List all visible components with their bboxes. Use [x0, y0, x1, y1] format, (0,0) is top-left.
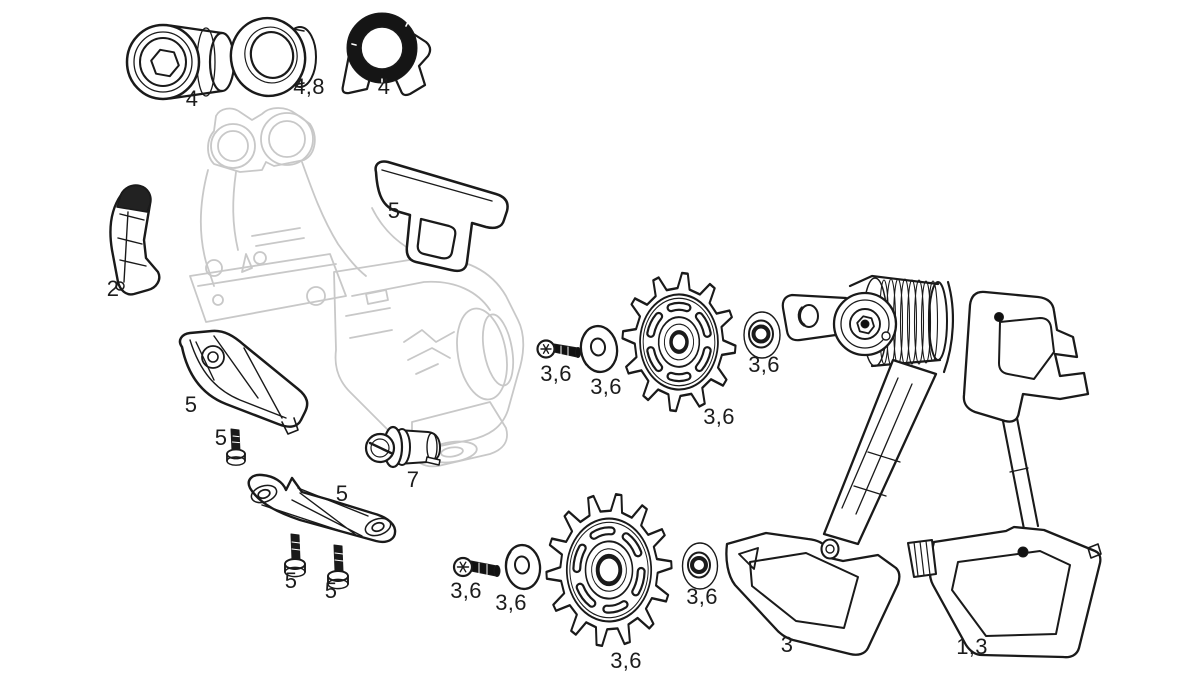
part-2-battery-latch	[109, 184, 161, 296]
hex-socket	[150, 48, 180, 78]
callout-lower-pulley-bolt: 3,6	[450, 578, 482, 603]
callout-upper-pulley-bolt: 3,6	[540, 361, 572, 386]
lower-pulley-bearing	[681, 542, 719, 590]
callout-upper-pulley-washer: 3,6	[590, 374, 622, 399]
derailleur-body-ghost	[189, 107, 525, 468]
callout-skid-plate: 5	[184, 392, 198, 417]
callout-outer-cage: 1,3	[956, 634, 988, 659]
callout-cover-arm: 5	[335, 481, 349, 506]
callout-bushing: 4,8	[293, 74, 325, 99]
part-5-cover-arm	[247, 473, 397, 544]
part-4-8-bushing	[229, 16, 317, 98]
part-5-outer-link-cover	[374, 160, 509, 273]
pulley-slots	[572, 526, 646, 614]
callout-upper-pulley-bearing: 3,6	[748, 352, 780, 377]
lower-pulley	[545, 492, 673, 648]
lower-pulley-washer	[504, 543, 542, 591]
callout-limit-ring: 4	[377, 74, 391, 99]
callout-lower-pulley-washer: 3,6	[495, 590, 527, 615]
upper-pulley-bolt	[536, 339, 582, 359]
upper-pulley-bearing	[743, 311, 781, 359]
callout-upper-pulley: 3,6	[703, 404, 735, 429]
part-7-adjuster-plug	[364, 425, 441, 469]
part-4-limit-ring	[341, 12, 432, 97]
upper-pulley-washer	[579, 324, 619, 374]
pulley-slots	[646, 301, 712, 383]
torx-socket	[540, 344, 552, 354]
callout-lower-pulley-bearing: 3,6	[686, 584, 718, 609]
part-5-bolt-1	[284, 533, 306, 578]
part-5-cover-bolt-small	[226, 428, 246, 466]
part-5-skid-plate	[178, 329, 309, 435]
callout-lower-pulley: 3,6	[610, 648, 642, 673]
part-1-3-outer-cage	[906, 290, 1102, 659]
hex-socket	[856, 315, 875, 335]
callout-outer-link-cover: 5	[387, 198, 401, 223]
lower-pulley-bolt	[452, 556, 501, 578]
callout-battery-latch: 2	[106, 276, 120, 301]
callout-cover-bolt-small: 5	[214, 425, 228, 450]
upper-pulley	[621, 271, 737, 413]
part-5-bolt-2	[327, 544, 349, 590]
callout-inner-cage: 3	[780, 632, 794, 657]
part-4-b-bolt	[125, 23, 236, 101]
part-3-inner-cage-assembly	[725, 274, 955, 656]
callout-b-bolt: 4	[185, 86, 199, 111]
torx-socket	[456, 561, 470, 573]
callout-adjuster-plug: 7	[406, 467, 420, 492]
callout-bolt-1: 5	[284, 568, 298, 593]
callout-bolt-2: 5	[324, 578, 338, 603]
eagle-logo-ghost	[403, 329, 455, 375]
